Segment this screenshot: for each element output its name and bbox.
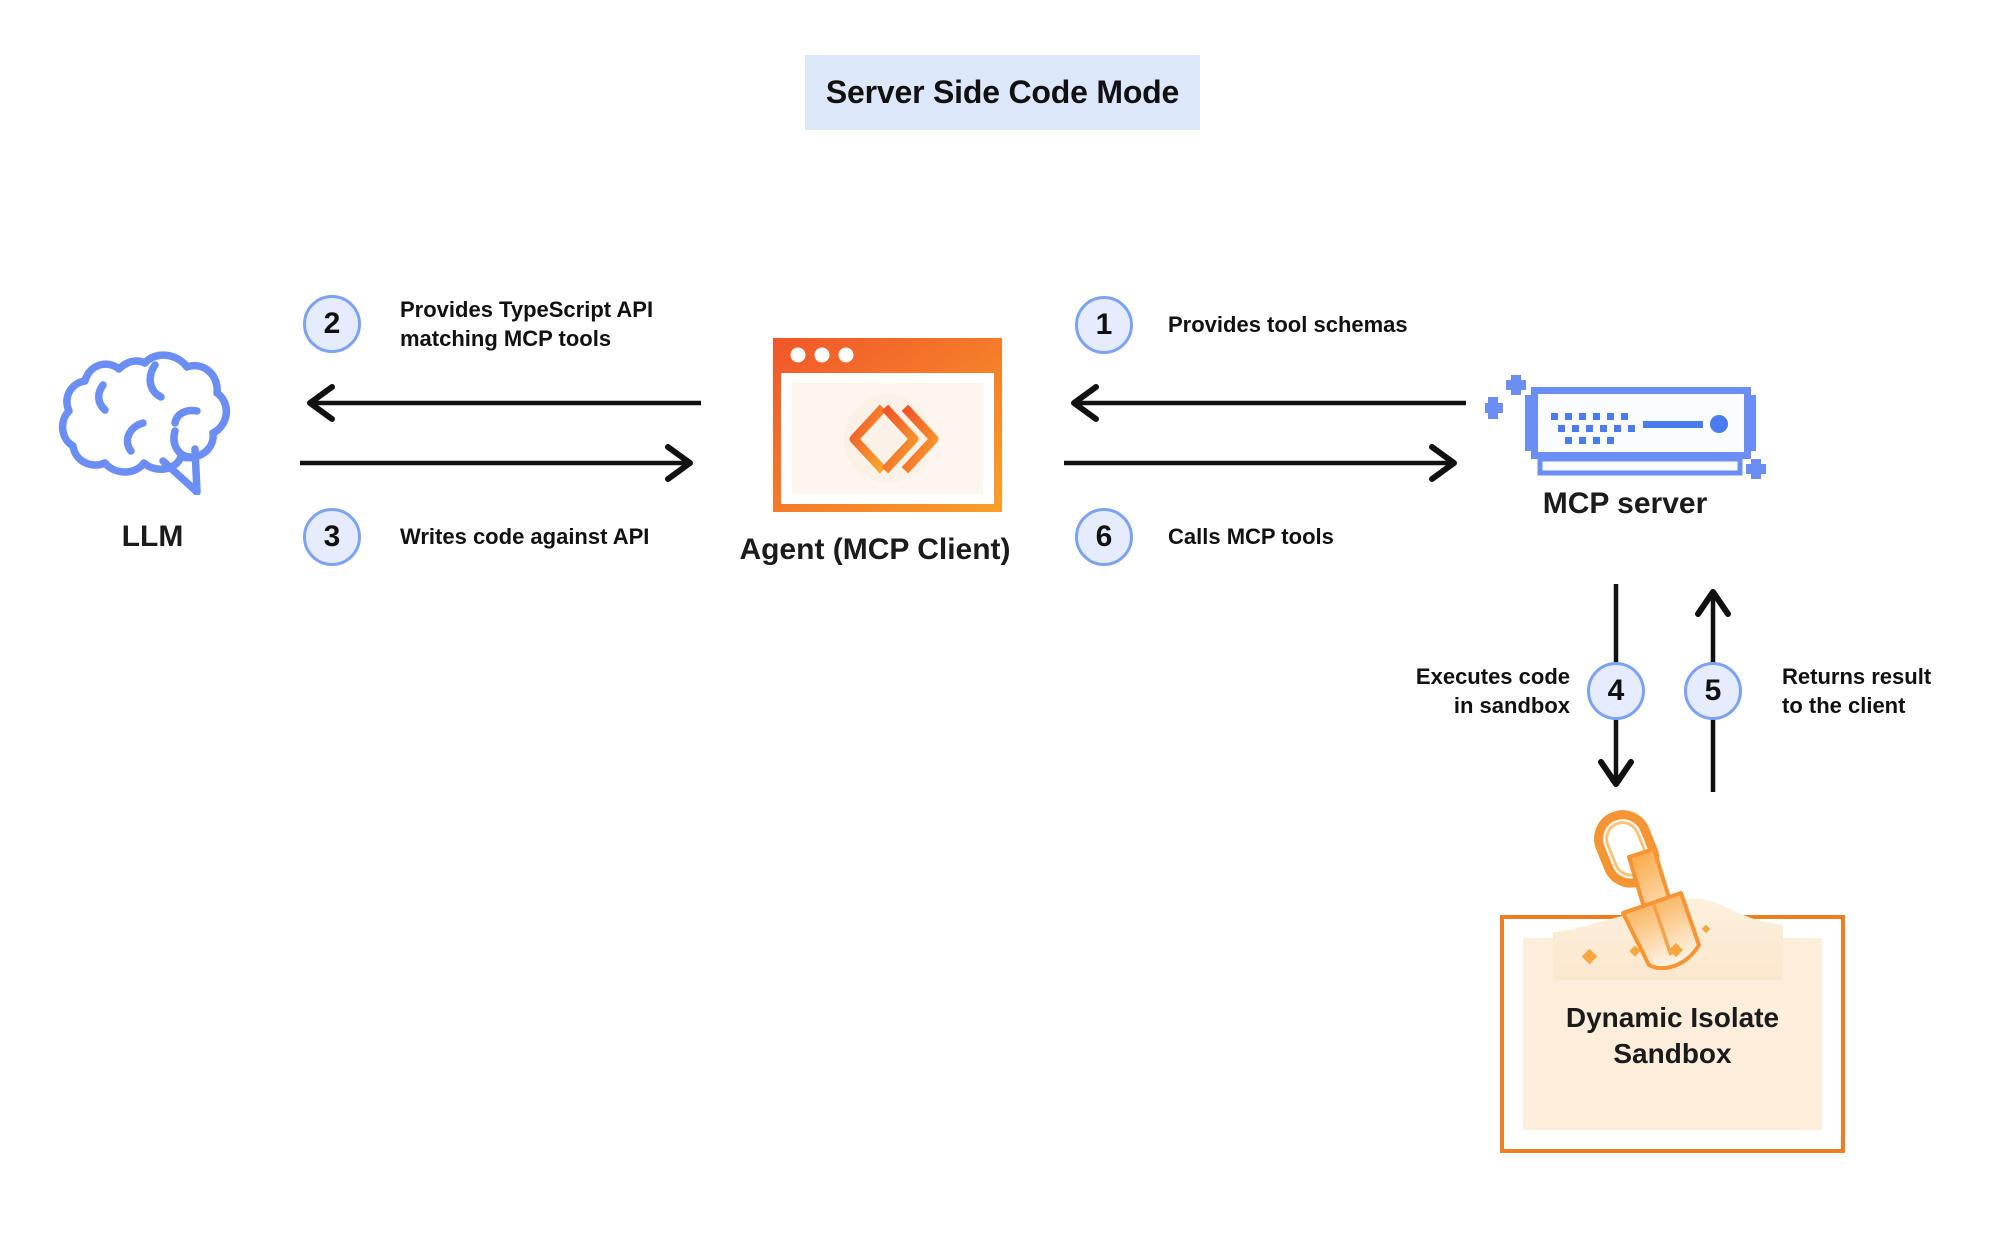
- mcp-server-label: MCP server: [1542, 487, 1708, 520]
- shovel-sand-icon: [1543, 805, 1783, 980]
- step-text-5: Returns result to the client: [1782, 664, 1932, 719]
- llm-label: LLM: [121, 520, 184, 553]
- step-badge-3: 3: [303, 508, 361, 566]
- step-text-1: Provides tool schemas: [1168, 312, 1408, 337]
- step-text-6: Calls MCP tools: [1168, 524, 1334, 549]
- step-text-3: Writes code against API: [400, 524, 650, 549]
- mcp-server-node: MCP server: [1475, 355, 1775, 545]
- step-badge-5: 5: [1684, 662, 1742, 720]
- llm-node: LLM: [45, 345, 260, 585]
- page-title: Server Side Code Mode: [805, 55, 1200, 130]
- arrow-agent-to-llm: [298, 384, 703, 422]
- browser-window-code-icon: [770, 335, 1005, 515]
- arrow-agent-to-server: [1062, 444, 1467, 482]
- arrow-llm-to-agent: [298, 444, 703, 482]
- step-badge-1: 1: [1075, 296, 1133, 354]
- agent-label: Agent (MCP Client): [739, 533, 1011, 566]
- step-badge-6: 6: [1075, 508, 1133, 566]
- step-badge-4: 4: [1587, 662, 1645, 720]
- step-badge-2: 2: [303, 295, 361, 353]
- step-text-2: Provides TypeScript API matching MCP too…: [400, 297, 654, 352]
- arrow-server-to-agent: [1062, 384, 1467, 422]
- server-rack-icon: [1483, 355, 1770, 485]
- brain-icon: [57, 345, 247, 496]
- step-text-4: Executes code in sandbox: [1415, 664, 1570, 719]
- sandbox-label: Dynamic Isolate Sandbox: [1565, 1002, 1780, 1069]
- agent-node: Agent (MCP Client): [735, 335, 1015, 575]
